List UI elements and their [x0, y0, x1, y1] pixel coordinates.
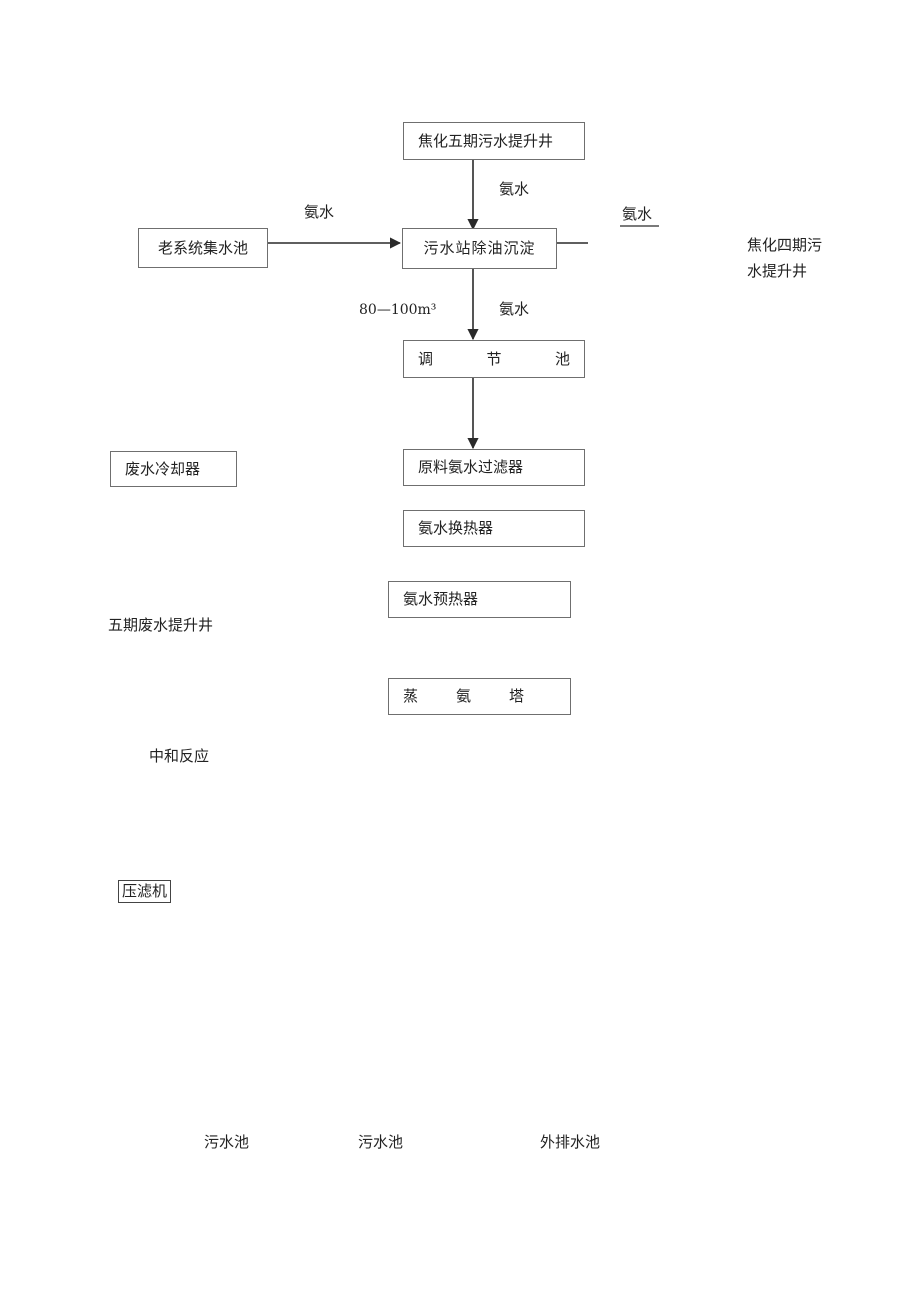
filter-press-label: 压滤机: [122, 882, 168, 900]
oil-removal-box: 污水站除油沉淀: [402, 228, 557, 269]
ammonia-label-top: 氨水: [499, 180, 530, 198]
wastewater-cooler-label: 废水冷却器: [125, 459, 201, 478]
regulating-pool-char-3: 池: [554, 349, 570, 368]
ammonia-heat-exchanger-box: 氨水换热器: [403, 510, 585, 547]
sewage-pool-label-2: 污水池: [358, 1133, 404, 1151]
discharge-pool-label: 外排水池: [540, 1133, 601, 1151]
ammonia-still-char-1: 蒸: [403, 687, 419, 705]
ammonia-still-char-2: 氨: [456, 687, 472, 705]
coking5-sump-label: 焦化五期污水提升井: [418, 131, 554, 150]
flow-rate-label: 80—100m³: [359, 302, 437, 318]
phase5-waste-sump-label: 五期废水提升井: [108, 616, 214, 634]
ammonia-label-middle: 氨水: [499, 300, 530, 318]
ammonia-preheater-label: 氨水预热器: [403, 590, 479, 608]
ammonia-filter-box: 原料氨水过滤器: [403, 449, 585, 486]
ammonia-still-box: 蒸 氨 塔: [388, 678, 571, 715]
filter-press-box: 压滤机: [118, 880, 172, 903]
regulating-pool-char-2: 节: [486, 349, 502, 368]
ammonia-heat-exchanger-label: 氨水换热器: [418, 519, 494, 537]
regulating-pool-char-1: 调: [418, 349, 434, 368]
ammonia-label-right: 氨水: [622, 205, 653, 223]
ammonia-preheater-box: 氨水预热器: [388, 581, 571, 618]
ammonia-label-left: 氨水: [304, 203, 335, 221]
oil-removal-label: 污水站除油沉淀: [423, 239, 536, 257]
wastewater-cooler-box: 废水冷却器: [110, 451, 237, 487]
old-system-pool-label: 老系统集水池: [157, 238, 248, 257]
sewage-pool-label-1: 污水池: [204, 1133, 250, 1151]
ammonia-still-char-3: 塔: [509, 687, 525, 705]
ammonia-filter-label: 原料氨水过滤器: [418, 458, 524, 476]
coking4-sump-label: 焦化四期污水提升井: [747, 236, 823, 280]
regulating-pool-box: 调 节 池: [403, 340, 585, 378]
coking5-sump-box: 焦化五期污水提升井: [403, 122, 585, 160]
neutralization-label: 中和反应: [149, 747, 210, 765]
old-system-pool-box: 老系统集水池: [138, 228, 268, 268]
